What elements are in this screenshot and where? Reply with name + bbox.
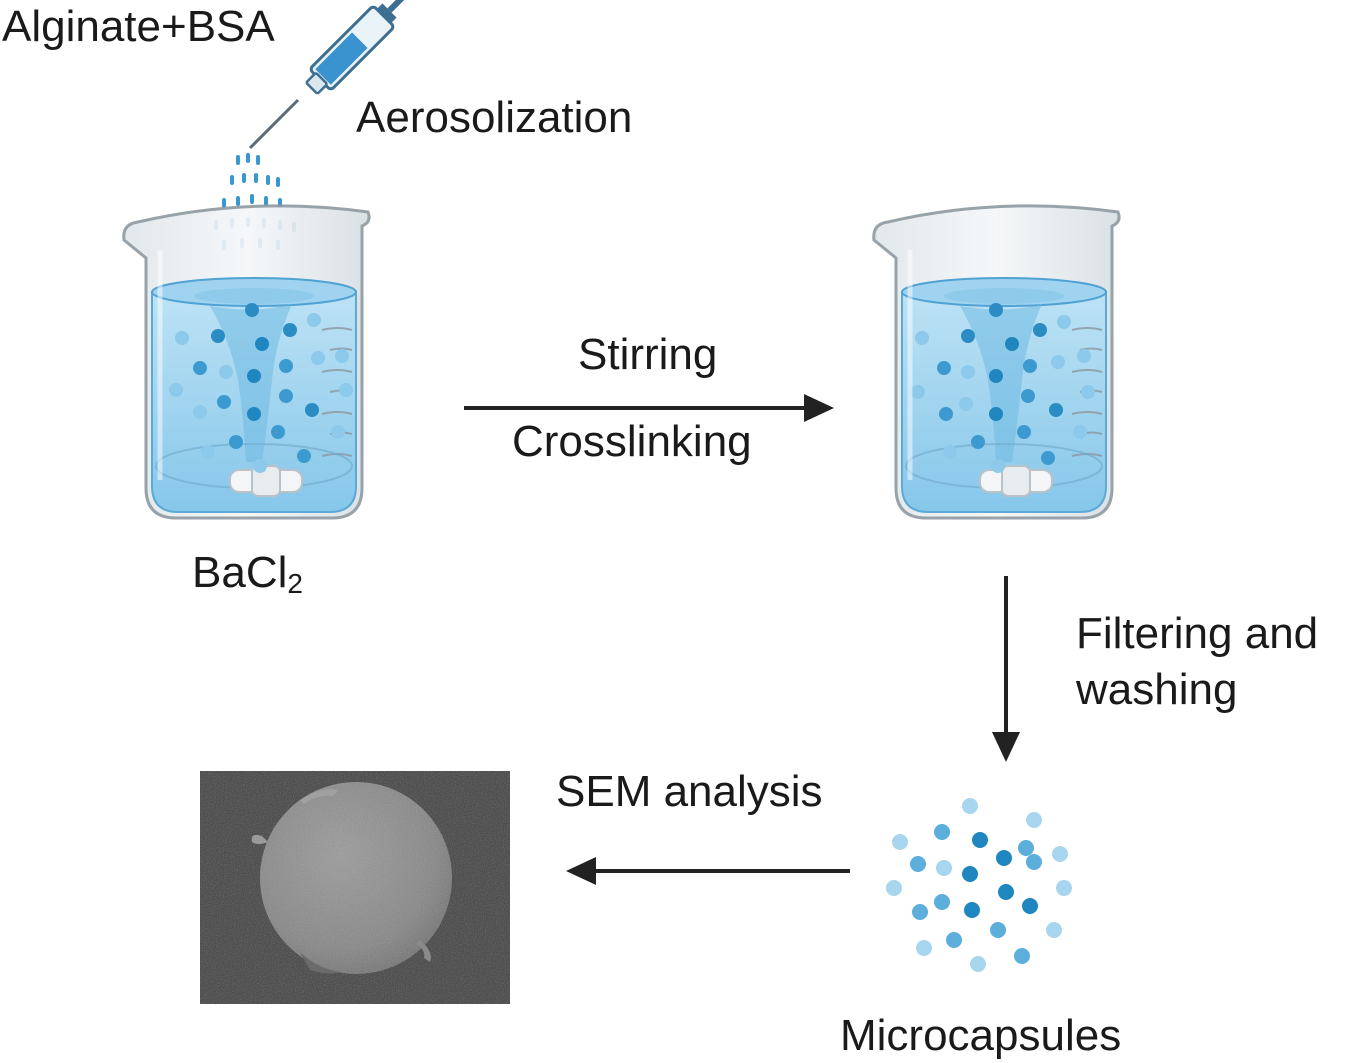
microcapsules-label: Microcapsules	[840, 1011, 1122, 1060]
bath-formula-subscript: 2	[287, 568, 303, 599]
arrow-filtering	[992, 576, 1020, 762]
crosslinking-label: Crosslinking	[512, 417, 752, 466]
stirring-label: Stirring	[578, 330, 718, 379]
alginate-beads	[169, 303, 353, 473]
stir-bar-icon	[979, 465, 1053, 497]
sem-analysis-label: SEM analysis	[556, 767, 823, 816]
microcapsules-cluster	[886, 798, 1072, 972]
filtering-label: Filtering and	[1076, 609, 1319, 658]
bath-formula-label: BaCl2	[192, 551, 303, 598]
aerosolization-label: Aerosolization	[356, 93, 633, 142]
alginate-beads	[911, 303, 1095, 473]
stir-bar-icon	[229, 465, 303, 497]
beaker-icon	[872, 204, 1121, 520]
arrow-sem	[566, 857, 850, 885]
sem-micrograph	[200, 771, 510, 1004]
beaker-icon	[122, 204, 371, 520]
syringe-contents-label: Alginate+BSA	[2, 2, 275, 51]
bath-formula-text: BaCl	[192, 548, 288, 597]
arrow-stirring	[464, 394, 834, 422]
washing-label: washing	[1076, 665, 1238, 714]
